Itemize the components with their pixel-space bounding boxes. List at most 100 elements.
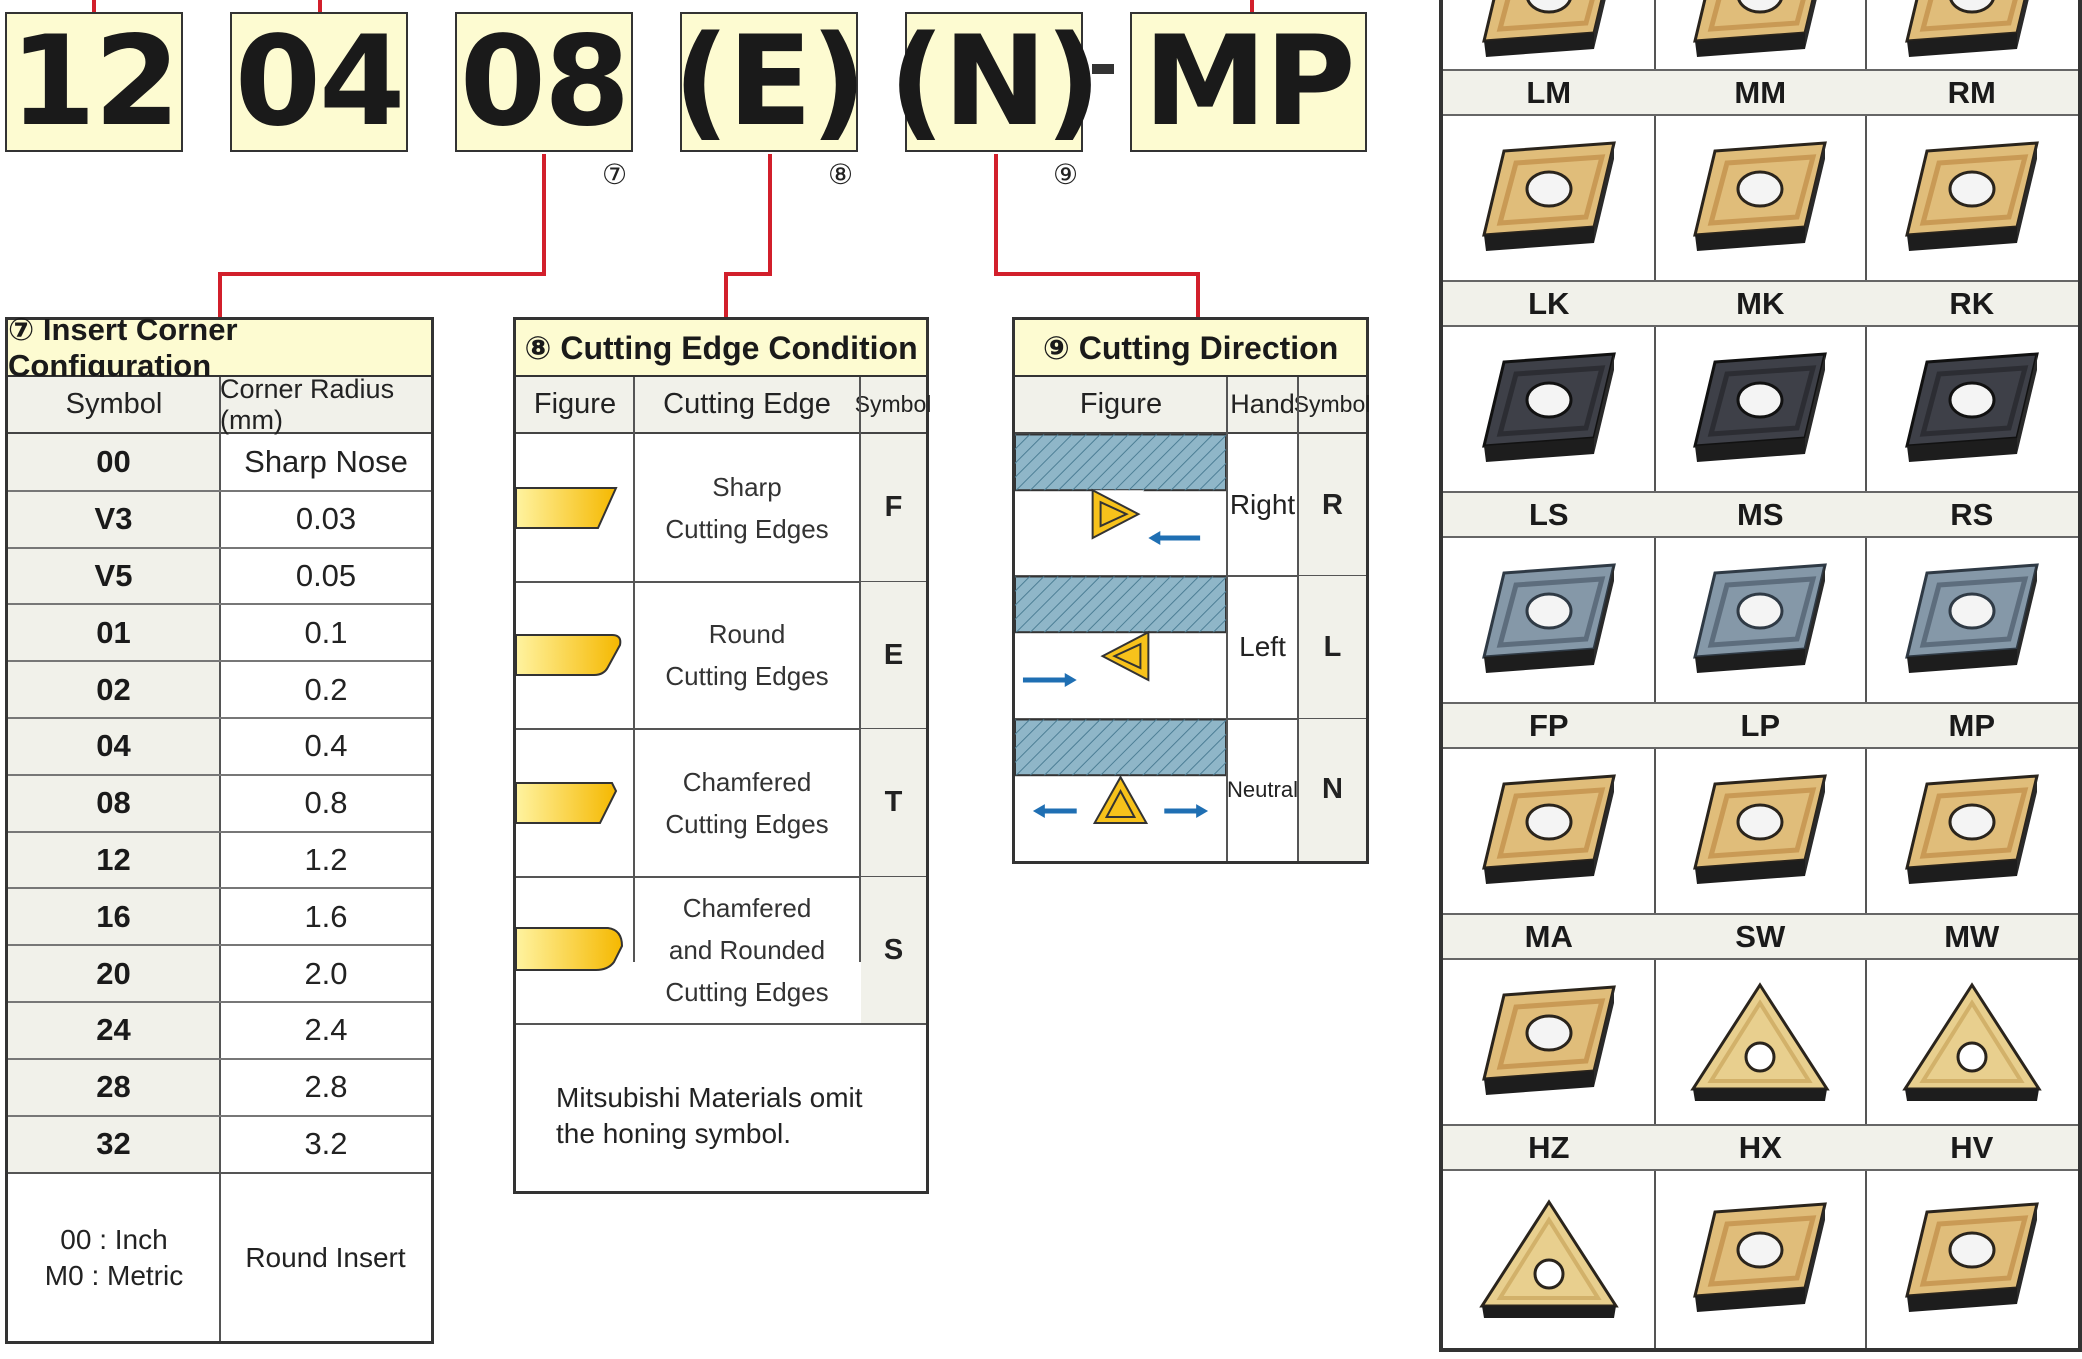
header-figure: Figure <box>1015 377 1227 434</box>
hand-label: Left <box>1239 631 1286 663</box>
column-divider <box>1865 0 1867 1348</box>
chipbreaker-label: LS <box>1443 491 1655 538</box>
cutting-direction-icon <box>1015 434 1226 545</box>
code-part-thickness: 04 <box>230 12 408 152</box>
chipbreaker-label: MW <box>1866 913 2078 960</box>
corner-symbol: V3 <box>8 490 219 548</box>
header-figure: Figure <box>516 377 634 434</box>
row-divider <box>8 830 431 833</box>
chipbreaker-label: MS <box>1654 491 1866 538</box>
gold-insert-icon <box>1655 116 1867 280</box>
edge-description: Chamfered Cutting Edges <box>635 729 859 877</box>
code-part-chipbreaker: MP <box>1130 12 1367 152</box>
corner-symbol: 24 <box>8 1002 219 1059</box>
black-insert-icon <box>1443 327 1655 491</box>
corner-symbol: 20 <box>8 945 219 1002</box>
chipbreaker-label: LK <box>1443 280 1655 327</box>
corner-radius: 2.0 <box>304 955 348 991</box>
row-divider <box>516 728 926 730</box>
leader-line <box>724 272 772 276</box>
corner-config-title: ⑦ Insert Corner Configuration <box>8 312 431 383</box>
leader-line <box>1196 272 1200 318</box>
edge-text: Chamfered <box>682 766 812 797</box>
corner-radius: 0.03 <box>295 501 357 537</box>
edge-text: Cutting Edges <box>665 808 829 839</box>
code-part-edge: (E) <box>672 10 867 154</box>
row-divider <box>8 489 431 492</box>
chipbreaker-label: RM <box>1866 69 2078 116</box>
black-insert-icon <box>1866 327 2078 491</box>
column-divider <box>1653 0 1656 1348</box>
row-divider <box>8 660 431 663</box>
corner-symbol: 12 <box>8 831 219 889</box>
gold-insert-icon <box>1866 1171 2078 1346</box>
leader-line <box>768 154 772 276</box>
cutting-direction-table: ⑨ Cutting Direction Figure Hand Symbol R… <box>1012 317 1370 864</box>
chipbreaker-label: RK <box>1866 280 2078 327</box>
row-divider <box>8 717 431 719</box>
header-symbol: Symbol <box>8 377 220 434</box>
inch-metric-note: 00 : Inch M0 : Metric <box>8 1174 220 1341</box>
corner-symbol: 08 <box>8 774 219 832</box>
chipbreaker-label: RS <box>1866 491 2078 538</box>
chipbreaker-label: HV <box>1866 1124 2078 1171</box>
row-divider <box>8 1114 431 1117</box>
corner-symbol: 00 <box>8 434 219 491</box>
gold-insert-icon <box>1866 749 2078 913</box>
edge-text: and Rounded <box>668 935 826 966</box>
edge-text: Round <box>708 619 786 650</box>
header-cutting-edge: Cutting Edge <box>634 377 860 434</box>
cutting-edge-table: ⑧ Cutting Edge Condition Figure Cutting … <box>513 317 931 1194</box>
grey-insert-icon <box>1443 538 1655 702</box>
edge-figure <box>516 877 633 1025</box>
chipbreaker-label: LM <box>1443 69 1655 116</box>
leader-line <box>994 272 1200 276</box>
code-dash <box>1092 64 1114 74</box>
column-divider <box>1226 377 1228 861</box>
chipbreaker-label: MK <box>1654 280 1866 327</box>
leader-line <box>994 154 998 276</box>
edge-symbol: T <box>861 729 926 877</box>
code-part-radius-unit: 12 <box>5 12 183 152</box>
chipbreaker-label: MM <box>1654 69 1866 116</box>
chipbreaker-label: MA <box>1443 913 1655 960</box>
edge-figure <box>516 582 633 730</box>
row-divider <box>8 1172 431 1174</box>
edge-text: Chamfered <box>682 893 812 924</box>
edge-figure <box>516 729 633 877</box>
gold-insert-icon <box>1655 749 1867 913</box>
column-divider <box>219 377 221 1341</box>
leader-line <box>1250 0 1254 12</box>
code-part-corner: 08 <box>455 12 633 152</box>
gold-insert-icon <box>1443 960 1655 1124</box>
row-divider <box>516 580 926 583</box>
direction-figure <box>1015 576 1226 718</box>
direction-symbol: N <box>1299 718 1366 861</box>
edge-profile-icon <box>516 486 618 529</box>
chipbreaker-label: SW <box>1654 913 1866 960</box>
gold-insert-icon <box>1443 0 1655 69</box>
marker-7: ⑦ <box>602 158 628 191</box>
edge-symbol: E <box>861 581 926 729</box>
header-corner-radius: Corner Radius (mm) <box>220 374 431 435</box>
row-divider <box>8 887 431 890</box>
corner-radius: 3.2 <box>304 1125 348 1161</box>
edge-text: Sharp <box>712 471 782 502</box>
marker-9: ⑨ <box>1053 158 1079 191</box>
header-hand: Hand <box>1227 377 1298 434</box>
gold-triangle-insert-icon <box>1655 960 1867 1124</box>
hand-label: Right <box>1229 489 1296 521</box>
edge-figure <box>516 434 633 582</box>
corner-configuration-table: ⑦ Insert Corner Configuration Symbol Cor… <box>5 312 434 1344</box>
gold-insert-icon <box>1866 116 2078 280</box>
row-divider <box>8 773 431 776</box>
code-part-direction: (N) <box>888 10 1102 154</box>
edge-description: Sharp Cutting Edges <box>635 434 859 582</box>
edge-profile-icon <box>516 781 618 824</box>
direction-symbol: R <box>1299 434 1366 577</box>
gold-triangle-insert-icon <box>1443 1171 1655 1346</box>
header-symbol: Symbol <box>1294 377 1370 434</box>
row-divider <box>516 1023 926 1025</box>
gold-insert-icon <box>1866 0 2078 69</box>
